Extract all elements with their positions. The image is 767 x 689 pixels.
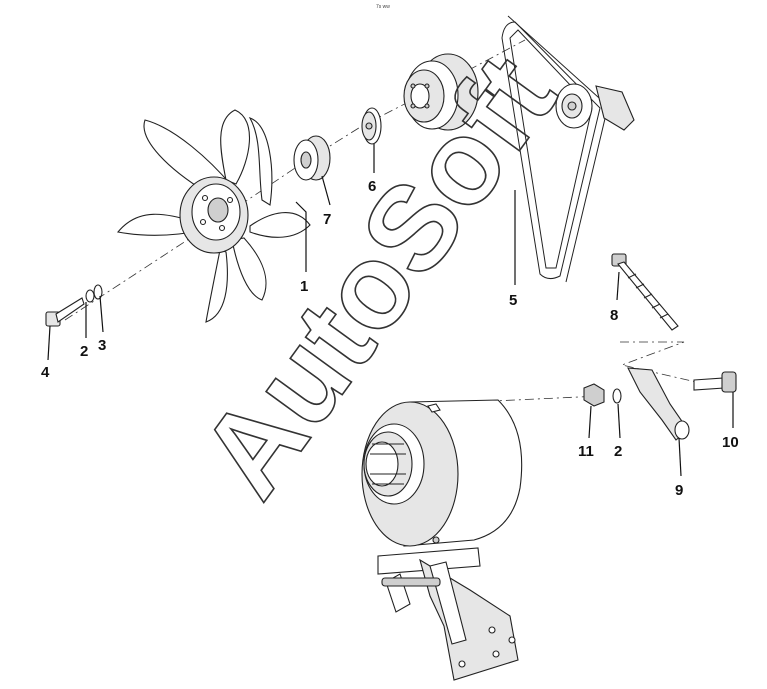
callout-2-washer: 2	[614, 443, 622, 460]
fan-bolt	[45, 297, 85, 327]
callout-10: 10	[722, 434, 739, 451]
top-mark: 7s ww	[376, 4, 390, 10]
callout-7: 7	[323, 211, 331, 228]
bracket-nut	[583, 383, 605, 407]
pump-pulley	[403, 53, 479, 131]
alternator	[361, 399, 523, 547]
adjusting-bolt	[611, 253, 679, 331]
callouts: 1 2 3 4 5 6 7 8 9 10 11 2	[41, 178, 739, 499]
bracket-bolt	[693, 371, 737, 393]
spacer	[293, 135, 331, 181]
hub-flange	[361, 107, 382, 145]
callout-1: 1	[300, 278, 308, 295]
callout-8: 8	[610, 307, 618, 324]
washer-set	[85, 284, 103, 303]
callout-2: 2	[80, 343, 88, 360]
adjusting-bracket	[627, 367, 690, 441]
alternator-mount	[377, 547, 519, 681]
callout-6: 6	[368, 178, 376, 195]
leader-lines	[47, 144, 734, 477]
bracket-washer	[612, 388, 622, 404]
callout-11: 11	[578, 443, 594, 460]
callout-3: 3	[98, 337, 106, 354]
fan	[116, 109, 311, 323]
callout-4: 4	[41, 364, 50, 381]
callout-9: 9	[675, 482, 683, 499]
callout-5: 5	[509, 292, 517, 309]
idler-pulley	[555, 83, 635, 131]
